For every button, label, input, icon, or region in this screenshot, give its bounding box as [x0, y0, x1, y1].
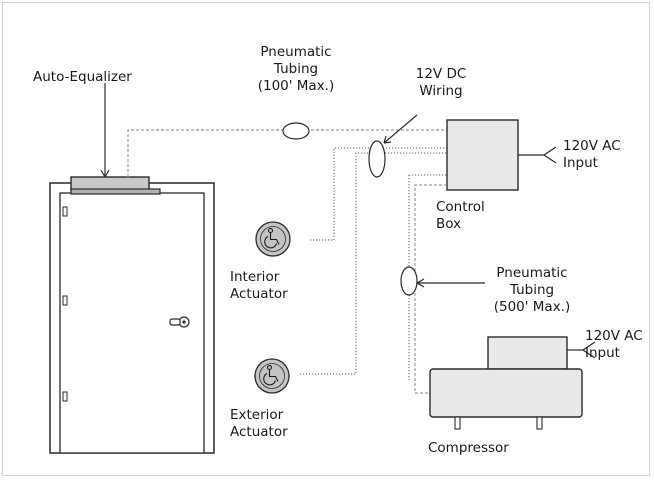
compressor-label: Compressor — [428, 440, 509, 456]
svg-text:Tubing: Tubing — [509, 282, 554, 298]
svg-text:Wiring: Wiring — [419, 83, 462, 99]
svg-text:Input: Input — [585, 345, 620, 361]
svg-text:Tubing: Tubing — [273, 61, 318, 77]
door-hinge-top — [62, 206, 68, 217]
diagram-frame — [2, 2, 650, 476]
compressor-motor — [487, 336, 568, 370]
control-box-label: Control Box — [436, 199, 485, 232]
door-assembly — [49, 176, 215, 454]
svg-text:Interior: Interior — [230, 269, 280, 285]
dc-wiring-arrow-b — [383, 135, 387, 144]
svg-text:Exterior: Exterior — [230, 407, 284, 423]
compressor-assembly — [429, 336, 583, 430]
svg-text:Box: Box — [436, 216, 461, 232]
svg-text:Control: Control — [436, 199, 485, 215]
ac-input-top-plug-a — [543, 146, 557, 156]
dc-wiring-bundle-marker — [368, 140, 386, 178]
wheelchair-accessibility-icon — [263, 364, 279, 386]
ac-input-top-label: 120V AC Input — [563, 138, 621, 171]
svg-text:120V AC: 120V AC — [563, 138, 621, 154]
dc-wiring-leader — [383, 114, 418, 144]
compressor-foot-left — [454, 416, 461, 430]
door-hinge-bottom — [62, 391, 68, 402]
pneumatic-tubing-100ft — [127, 129, 447, 177]
ac-input-bottom-label: 120V AC Input — [585, 328, 643, 361]
control-box — [446, 119, 519, 191]
wheelchair-accessibility-icon — [264, 227, 280, 249]
svg-text:12V DC: 12V DC — [416, 66, 467, 82]
auto-equalizer-arrow-left — [100, 169, 106, 178]
pneumatic-tubing-100ft-marker — [282, 122, 310, 140]
ac-input-bottom-plug-a — [582, 341, 596, 351]
interior-actuator-label: Interior Actuator — [230, 269, 288, 302]
compressor-foot-right — [536, 416, 543, 430]
dc-wiring-label: 12V DC Wiring — [416, 66, 467, 99]
svg-text:Pneumatic: Pneumatic — [260, 44, 331, 60]
dc-wiring-arrow-a — [383, 141, 392, 144]
compressor-tank — [429, 368, 583, 418]
pneumatic-tubing-500ft-label: Pneumatic Tubing (500' Max.) — [494, 265, 571, 315]
door-handle-icon — [169, 316, 190, 328]
pneumatic-tubing-500ft-marker — [400, 266, 418, 296]
door-hinge-middle — [62, 295, 68, 306]
exterior-actuator-label: Exterior Actuator — [230, 407, 288, 440]
svg-text:(100' Max.): (100' Max.) — [258, 78, 335, 94]
svg-text:Pneumatic: Pneumatic — [496, 265, 567, 281]
pneumatic-500ft-arrow-b — [416, 282, 425, 288]
auto-equalizer-arrow-right — [104, 169, 110, 178]
ac-input-bottom-plug-b — [582, 349, 596, 359]
svg-text:(500' Max.): (500' Max.) — [494, 299, 571, 315]
auto-equalizer-label: Auto-Equalizer — [33, 69, 132, 85]
pneumatic-500ft-arrow-a — [416, 278, 425, 284]
auto-equalizer-arm — [70, 188, 161, 195]
ac-input-top-plug-b — [543, 154, 557, 164]
dc-wiring-interior-actuator — [310, 147, 447, 241]
dc-wiring-exterior-actuator — [300, 152, 447, 375]
svg-text:Actuator: Actuator — [230, 286, 288, 302]
svg-text:Input: Input — [563, 155, 598, 171]
svg-text:Actuator: Actuator — [230, 424, 288, 440]
svg-text:120V AC: 120V AC — [585, 328, 643, 344]
pneumatic-tubing-100ft-label: Pneumatic Tubing (100' Max.) — [258, 44, 335, 94]
